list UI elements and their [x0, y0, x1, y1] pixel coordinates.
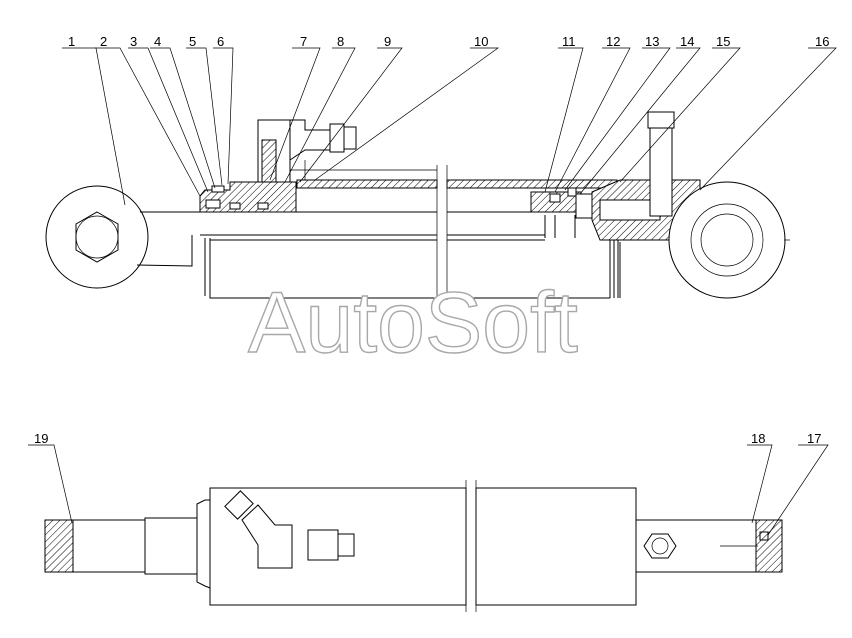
piston-end — [544, 215, 576, 238]
rear-port-nut — [647, 111, 675, 129]
break-marks-bottom — [465, 480, 477, 612]
barrel-wall-section — [296, 179, 438, 189]
callout-8: 8 — [337, 34, 344, 49]
port-nut-2 — [343, 126, 357, 150]
side-port-elbow — [241, 504, 293, 569]
rear-clevis-end — [755, 519, 783, 573]
rear-eye-mid — [690, 203, 764, 277]
seal-3 — [257, 202, 269, 210]
port-nut — [329, 123, 345, 153]
rear-clevis-pin — [651, 537, 669, 555]
callout-2: 2 — [100, 34, 107, 49]
seal-1 — [205, 199, 221, 209]
seal-4 — [211, 185, 225, 193]
top-leader-lines — [62, 47, 837, 206]
side-port-nut-a — [224, 490, 254, 520]
callout-1: 1 — [68, 34, 75, 49]
callout-19: 19 — [34, 431, 48, 446]
side-port-nut-b — [337, 533, 355, 557]
rod-eye-hex — [75, 211, 119, 263]
port-elbow — [289, 119, 331, 161]
port-block-hatch — [261, 139, 277, 183]
piston-nut — [575, 193, 593, 219]
seal-2 — [229, 202, 241, 210]
callout-11: 11 — [562, 34, 576, 49]
rear-clevis-hex — [643, 533, 677, 559]
break-marks-top — [436, 165, 448, 300]
side-port-fitting — [307, 529, 339, 561]
bottom-exterior-view: 19 18 17 — [28, 431, 829, 612]
rod-side — [144, 517, 198, 575]
rod-eye-bore — [75, 215, 119, 259]
rod-eye-neck — [136, 211, 200, 267]
rear-eye-outer — [668, 181, 786, 299]
callout-6: 6 — [217, 34, 224, 49]
callout-18: 18 — [751, 431, 765, 446]
top-sectional-view: 1 2 3 4 5 6 7 8 9 10 11 12 13 14 15 16 — [45, 34, 837, 300]
callout-16: 16 — [815, 34, 829, 49]
rear-port-tube — [649, 119, 673, 217]
cylinder-barrel — [204, 238, 621, 299]
callout-14: 14 — [680, 34, 694, 49]
callout-3: 3 — [130, 34, 137, 49]
callout-17: 17 — [807, 431, 821, 446]
top-callout-labels: 1 2 3 4 5 6 7 8 9 10 11 12 13 14 15 16 — [68, 34, 829, 49]
watermark-text: AutoSoft — [248, 275, 578, 371]
callout-9: 9 — [384, 34, 391, 49]
callout-5: 5 — [189, 34, 196, 49]
callout-10: 10 — [474, 34, 488, 49]
callout-15: 15 — [716, 34, 730, 49]
callout-12: 12 — [606, 34, 620, 49]
grease-nipple — [759, 531, 769, 541]
piston-rod — [200, 211, 545, 236]
gland-side — [196, 499, 211, 589]
piston-seal-a — [549, 193, 561, 203]
rod-eye-side — [44, 519, 74, 573]
barrel-wall-section-right — [446, 179, 618, 189]
callout-4: 4 — [154, 34, 161, 49]
barrel-side-right — [475, 487, 637, 606]
rear-eye-bore — [700, 213, 754, 267]
callout-7: 7 — [300, 34, 307, 49]
bottom-leader-lines — [28, 444, 829, 536]
piston-seal-b — [567, 187, 577, 197]
rod-eye-side-body — [72, 519, 146, 573]
callout-13: 13 — [645, 34, 659, 49]
